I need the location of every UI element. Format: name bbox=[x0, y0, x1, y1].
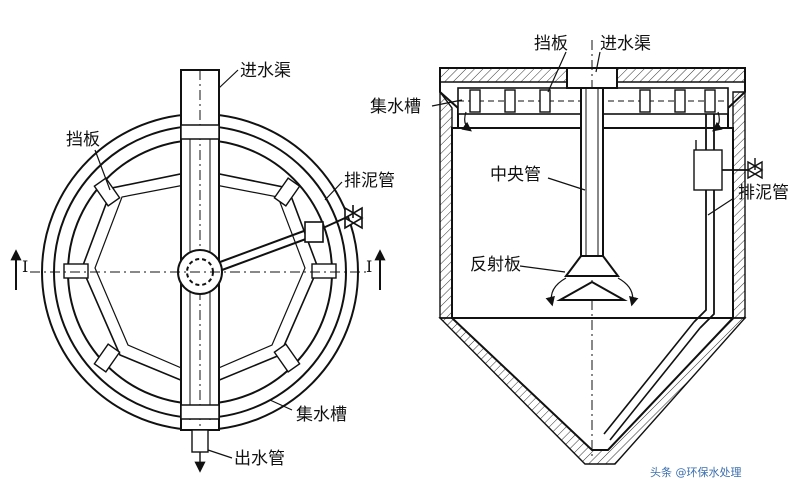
right-wall bbox=[732, 91, 746, 319]
baffle-plate bbox=[93, 343, 121, 373]
section-leaders bbox=[431, 51, 735, 273]
section-view bbox=[438, 40, 764, 465]
label-inlet-channel-section: 进水渠 bbox=[600, 34, 651, 54]
watermark: 头条 @环保水处理 bbox=[650, 465, 742, 479]
pipe-flare bbox=[564, 255, 620, 277]
central-pipe bbox=[580, 87, 604, 257]
label-sludge-pipe-section: 排泥管 bbox=[738, 183, 789, 203]
label-collection-trough-plan: 集水槽 bbox=[296, 405, 347, 425]
label-inlet-channel-plan: 进水渠 bbox=[240, 61, 291, 81]
sludge-pipe-flange bbox=[304, 221, 324, 243]
label-sludge-pipe-plan: 排泥管 bbox=[344, 171, 395, 191]
label-baffle-plan: 挡板 bbox=[66, 130, 100, 150]
baffle-plate bbox=[311, 263, 337, 279]
baffle-plate bbox=[93, 177, 121, 207]
baffle-plate bbox=[63, 263, 89, 279]
section-mark-right: I bbox=[366, 257, 372, 276]
label-reflector-plate: 反射板 bbox=[470, 255, 521, 275]
label-collection-trough-section: 集水槽 bbox=[370, 97, 421, 117]
plan-leaders bbox=[94, 69, 343, 459]
cone-inner bbox=[451, 317, 734, 451]
section-mark-left: I bbox=[22, 257, 28, 276]
baffle-plate bbox=[273, 177, 301, 207]
label-baffle-section: 挡板 bbox=[534, 34, 568, 54]
baffle-plates bbox=[63, 177, 337, 373]
label-outlet-pipe-plan: 出水管 bbox=[234, 449, 285, 469]
plan-view bbox=[10, 69, 386, 473]
label-central-pipe: 中央管 bbox=[490, 165, 541, 185]
left-wall bbox=[439, 89, 453, 319]
baffle-plate bbox=[273, 343, 301, 373]
reflector-plate bbox=[556, 280, 628, 301]
